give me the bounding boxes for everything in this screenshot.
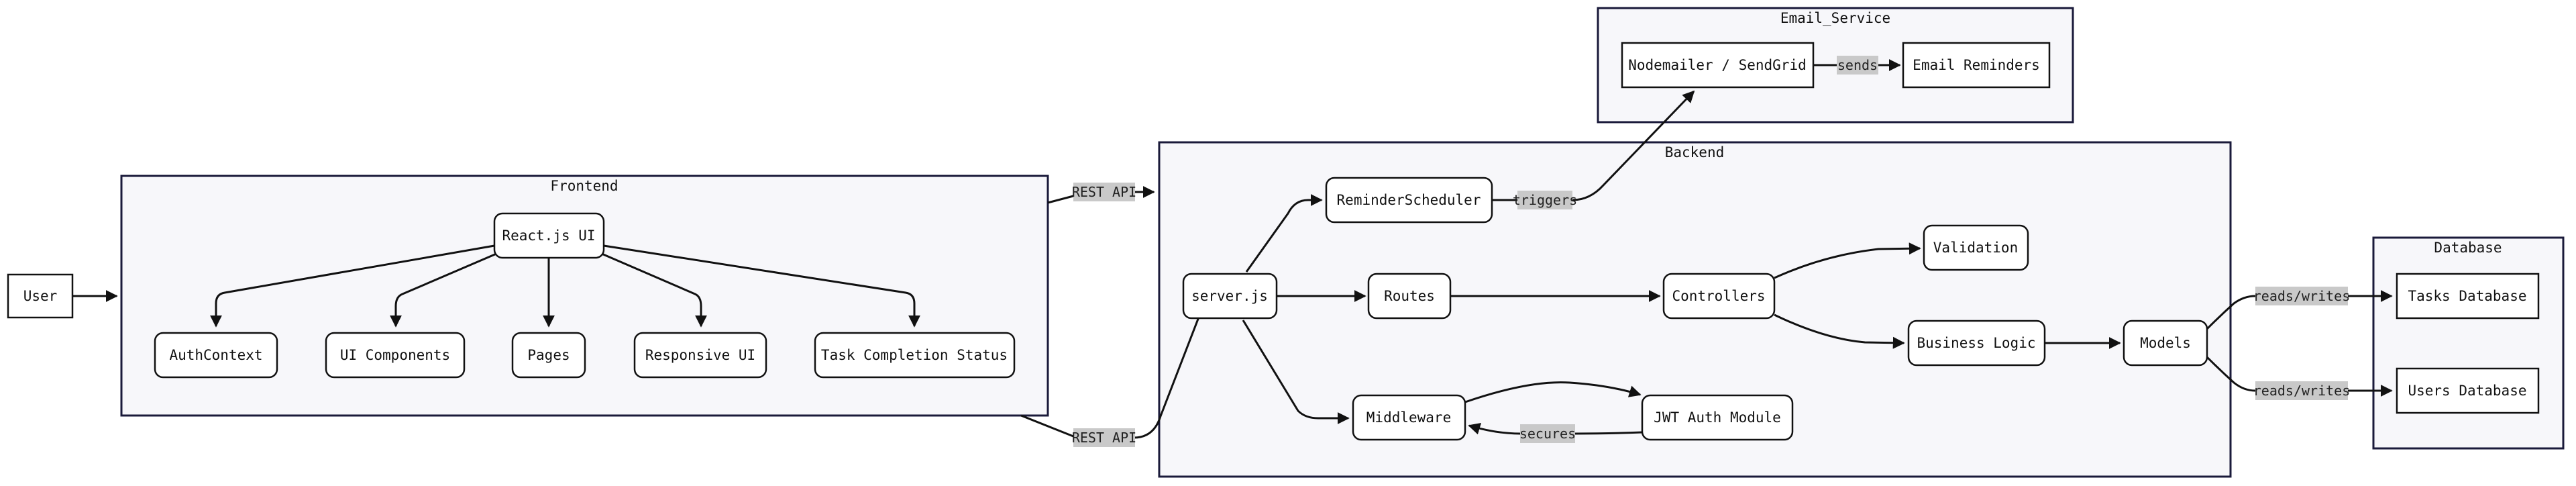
node-user[interactable]: User [7,273,74,319]
svg-text:Task Completion Status: Task Completion Status [821,347,1008,363]
node-routes[interactable]: Routes [1367,273,1452,320]
cluster-frontend: Frontend [120,175,1049,417]
svg-text:REST API: REST API [1072,430,1136,446]
svg-text:UI Components: UI Components [340,347,450,363]
edge-scheduler-nodemailer [1572,90,1695,201]
svg-text:Models: Models [2140,335,2191,351]
node-business-logic[interactable]: Business Logic [1907,320,2046,367]
edge-rest-bottom-a [1020,414,1074,438]
node-jwt-auth-module[interactable]: JWT Auth Module [1641,394,1794,441]
svg-text:REST API: REST API [1072,184,1136,200]
svg-text:Middleware: Middleware [1366,409,1451,426]
node-auth-context[interactable]: AuthContext [154,332,278,379]
node-nodemailer-sendgrid[interactable]: Nodemailer / SendGrid [1621,42,1815,89]
edge-label-reads-writes-tasks: reads/writes [2253,287,2351,305]
svg-text:Email Reminders: Email Reminders [1913,57,2040,73]
svg-text:Business Logic: Business Logic [1917,335,2035,351]
node-models[interactable]: Models [2123,320,2208,367]
edge-react-taskstatus [603,244,920,328]
svg-text:Routes: Routes [1384,288,1435,304]
edge-label-rest-api-bottom: REST API [1072,428,1136,447]
svg-text:sends: sends [1837,57,1878,73]
edge-models-users-a [2206,356,2256,392]
svg-text:Pages: Pages [527,347,570,363]
edge-label-secures: secures [1519,424,1576,443]
svg-text:Controllers: Controllers [1672,288,1765,304]
node-validation[interactable]: Validation [1923,224,2029,271]
cluster-email-service-title: Email_Service [1780,10,1890,26]
svg-text:Validation: Validation [1933,240,2018,256]
svg-text:secures: secures [1519,426,1576,442]
svg-text:JWT Auth Module: JWT Auth Module [1654,409,1781,426]
edge-react-uicomponents [390,252,497,328]
cluster-database-title: Database [2434,240,2502,256]
edge-models-tasks-a [2206,295,2256,330]
cluster-frontend-title: Frontend [550,178,618,194]
svg-text:Responsive UI: Responsive UI [645,347,755,363]
edge-middleware-jwt [1464,381,1642,403]
edge-secures-a [1574,431,1643,435]
edge-server-scheduler [1245,194,1323,273]
svg-text:reads/writes: reads/writes [2253,383,2351,399]
svg-text:Tasks Database: Tasks Database [2408,288,2526,304]
edge-label-reads-writes-users: reads/writes [2253,381,2351,400]
svg-text:ReminderScheduler: ReminderScheduler [1337,192,1481,208]
edge-react-authcontext [210,244,495,328]
edge-label-triggers: triggers [1513,191,1577,209]
svg-text:React.js UI: React.js UI [502,228,595,244]
cluster-backend-title: Backend [1665,144,1725,160]
node-middleware[interactable]: Middleware [1352,394,1466,441]
svg-text:Nodemailer / SendGrid: Nodemailer / SendGrid [1628,57,1807,73]
edge-label-rest-api-top: REST API [1072,183,1136,201]
svg-text:User: User [23,288,58,304]
node-email-reminders[interactable]: Email Reminders [1902,42,2051,89]
svg-text:reads/writes: reads/writes [2253,288,2351,304]
edge-controllers-business [1774,313,1905,349]
node-server-js[interactable]: server.js [1182,273,1278,320]
edge-rest-top-a [1047,195,1074,204]
node-task-completion-status[interactable]: Task Completion Status [814,332,1016,379]
edge-secures-b [1468,423,1521,435]
edge-rest-bottom-b [1133,276,1216,439]
edge-server-middleware [1242,320,1350,424]
node-tasks-database[interactable]: Tasks Database [2396,273,2540,320]
edge-react-responsive [601,252,707,328]
edge-label-sends: sends [1837,56,1878,75]
node-controllers[interactable]: Controllers [1662,273,1776,320]
node-react-ui[interactable]: React.js UI [493,212,605,259]
node-reminder-scheduler[interactable]: ReminderScheduler [1325,177,1493,224]
svg-text:AuthContext: AuthContext [169,347,262,363]
node-ui-components[interactable]: UI Components [325,332,466,379]
node-pages[interactable]: Pages [511,332,586,379]
svg-text:server.js: server.js [1191,288,1268,304]
edges [72,59,2393,439]
cluster-database: Database [2372,236,2565,450]
node-users-database[interactable]: Users Database [2396,367,2540,414]
svg-text:Users Database: Users Database [2408,383,2526,399]
edge-controllers-validation [1774,242,1921,279]
svg-text:triggers: triggers [1513,192,1577,208]
node-responsive-ui[interactable]: Responsive UI [633,332,767,379]
